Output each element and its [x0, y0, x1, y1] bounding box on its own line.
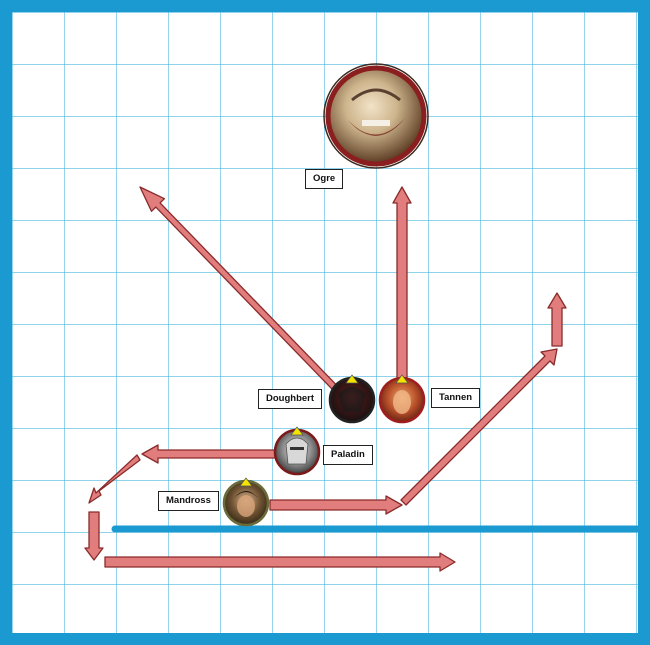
token-paladin[interactable] — [273, 426, 321, 476]
facing-marker-paladin — [290, 426, 304, 436]
label-ogre: Ogre — [305, 169, 344, 189]
move-arrow-mandross-right — [269, 495, 403, 515]
token-tannen[interactable] — [378, 374, 426, 424]
move-arrow-tannen — [392, 186, 412, 399]
move-arrow-paladin-down — [84, 511, 104, 561]
facing-marker-tannen — [395, 374, 409, 384]
move-arrow-mandross-diagonal — [400, 348, 558, 506]
token-doughbert[interactable] — [328, 374, 376, 424]
move-arrow-paladin-diagonal — [88, 454, 141, 504]
move-arrow-mandross-up — [547, 292, 567, 347]
move-arrow-paladin-right — [104, 552, 456, 572]
move-arrow-paladin-left — [141, 444, 297, 464]
label-tannen: Tannen — [431, 388, 481, 408]
facing-marker-mandross — [239, 477, 253, 487]
facing-marker-doughbert — [345, 374, 359, 384]
label-paladin: Paladin — [323, 445, 373, 465]
label-mandross: Mandross — [158, 491, 219, 511]
label-doughbert: Doughbert — [258, 389, 323, 409]
token-mandross[interactable] — [222, 477, 270, 527]
move-arrow-doughbert — [139, 186, 351, 404]
token-ogre[interactable] — [323, 63, 429, 169]
